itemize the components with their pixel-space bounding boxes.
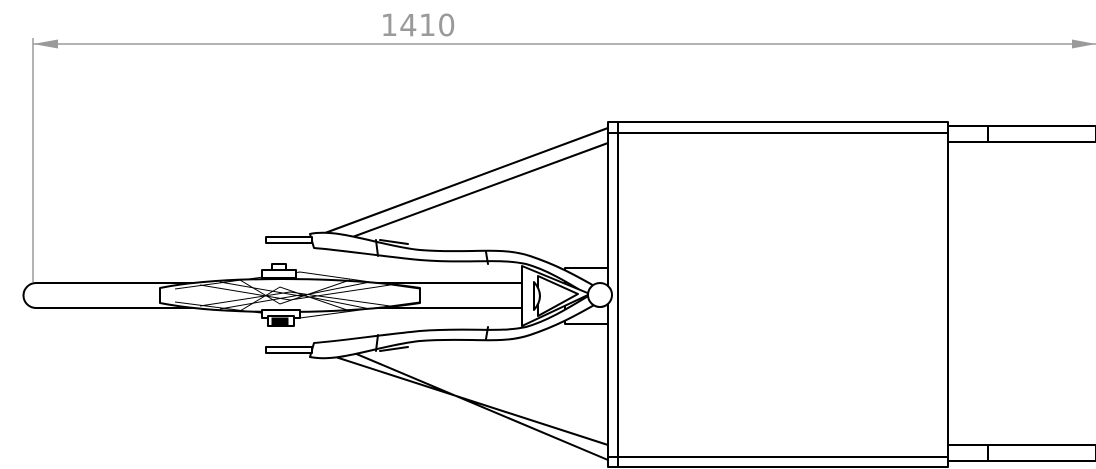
wheel-hub (261, 263, 301, 327)
lower-fork-plate (379, 346, 409, 352)
wheel-rim-outline (159, 278, 421, 313)
pivot-bolt (587, 282, 613, 308)
dimension-arrow-right (1072, 39, 1096, 49)
upper-handle-bar (947, 125, 1096, 143)
dimension-arrow-left (33, 39, 58, 49)
lower-fork-collar (485, 326, 489, 340)
dimension-annotation: 1410 (32, 9, 1096, 282)
lower-handle-bar (947, 444, 1096, 462)
tray-outer (607, 121, 949, 468)
tray-box (607, 121, 949, 468)
upper-fork-collar (485, 251, 489, 265)
upper-fork-plate (379, 239, 409, 245)
upper-frame-rail (316, 127, 609, 247)
lower-fork-bolt (265, 346, 313, 354)
wheel (159, 263, 421, 327)
dimension-value: 1410 (380, 9, 456, 44)
upper-fork-bolt (265, 236, 313, 244)
fork-crown-cap (533, 281, 541, 311)
handle-bars (947, 125, 1096, 462)
upper-fork-collar-2 (375, 239, 379, 257)
lower-fork-collar-2 (375, 334, 379, 352)
fork-crown (521, 265, 613, 327)
lower-frame-rail (316, 341, 609, 461)
hub-nut (271, 317, 289, 326)
hub-body (261, 269, 297, 279)
